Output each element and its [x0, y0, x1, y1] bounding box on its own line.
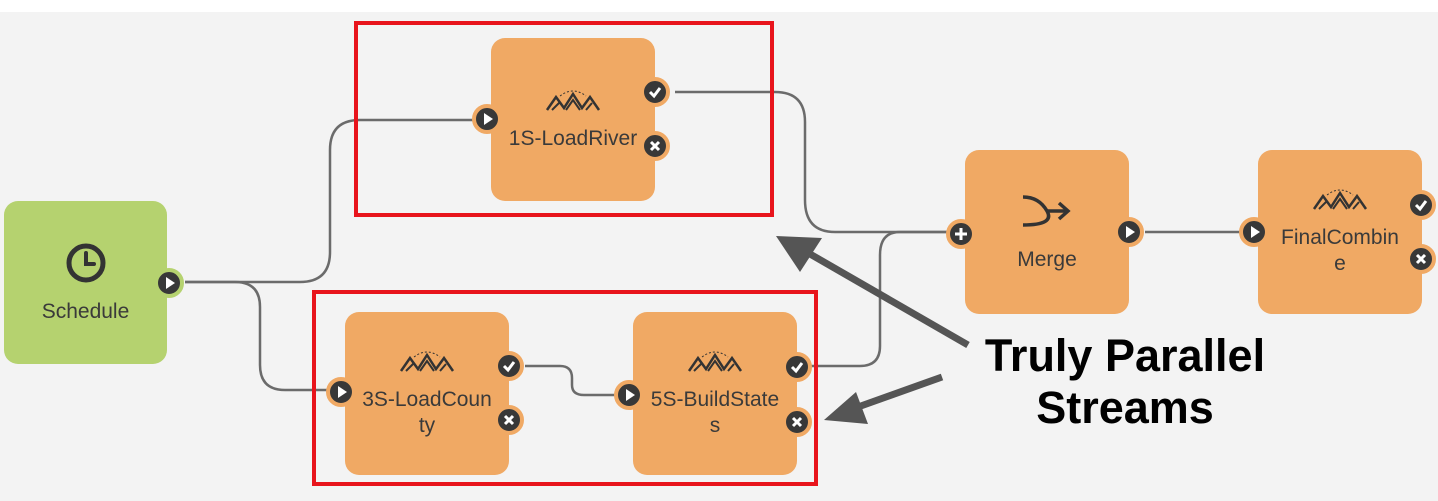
fme-icon — [545, 90, 601, 111]
play-icon — [626, 389, 635, 401]
close-icon — [649, 140, 661, 152]
annotation-line-2: Streams — [1036, 382, 1214, 433]
canvas-top-strip — [0, 0, 1438, 12]
loadriver-success-port[interactable] — [640, 77, 670, 107]
fme-icon — [399, 351, 455, 372]
wire-loadriver-to-merge — [675, 90, 950, 234]
close-icon — [791, 416, 803, 428]
schedule-node[interactable]: Schedule — [4, 201, 167, 364]
loadcounty-failure-port[interactable] — [494, 405, 524, 435]
loadcounty-input-port[interactable] — [326, 377, 356, 407]
merge-icon — [1022, 195, 1071, 227]
loadriver-input-port[interactable] — [472, 104, 502, 134]
merge-node[interactable]: Merge — [965, 150, 1129, 314]
loadcounty-label: 3S-LoadCounty — [362, 387, 492, 437]
finalcombine-input-port[interactable] — [1239, 217, 1269, 247]
loadriver-node[interactable]: 1S-LoadRiver — [491, 38, 655, 201]
finalcombine-label: FinalCombine — [1281, 226, 1399, 275]
buildstates-success-port[interactable] — [782, 352, 812, 382]
check-icon — [502, 361, 516, 373]
loadcounty-success-port[interactable] — [494, 351, 524, 381]
check-icon — [648, 87, 662, 99]
plus-icon — [955, 228, 967, 240]
buildstates-label: 5S-BuildStates — [650, 387, 780, 437]
check-icon — [1414, 200, 1428, 212]
finalcombine-failure-port[interactable] — [1406, 244, 1436, 274]
buildstates-failure-port[interactable] — [782, 407, 812, 437]
wire-buildstates-to-merge — [810, 230, 950, 368]
play-icon — [484, 113, 493, 125]
merge-label: Merge — [1017, 248, 1077, 271]
annotation-text: Truly Parallel Streams — [960, 330, 1290, 434]
merge-input-port[interactable] — [946, 219, 976, 249]
finalcombine-node[interactable]: FinalCombine — [1258, 150, 1422, 314]
check-icon — [790, 362, 804, 374]
close-icon — [503, 414, 515, 426]
schedule-output-port[interactable] — [154, 268, 184, 298]
close-icon — [1415, 253, 1427, 265]
highlight-box-top — [354, 21, 774, 217]
play-icon — [166, 277, 175, 289]
clock-icon — [66, 243, 105, 282]
highlight-box-bottom — [312, 290, 818, 486]
loadcounty-node[interactable]: 3S-LoadCounty — [345, 312, 509, 475]
fme-icon — [1312, 189, 1368, 210]
merge-output-port[interactable] — [1114, 217, 1144, 247]
play-icon — [1126, 226, 1135, 238]
play-icon — [1251, 226, 1260, 238]
finalcombine-success-port[interactable] — [1406, 190, 1436, 220]
wire-schedule-to-loadcounty — [185, 280, 330, 392]
annotation-line-1: Truly Parallel — [984, 330, 1266, 381]
wire-schedule-to-loadriver — [185, 118, 475, 284]
loadriver-label: 1S-LoadRiver — [508, 126, 638, 150]
schedule-label: Schedule — [41, 299, 130, 323]
buildstates-node[interactable]: 5S-BuildStates — [633, 312, 797, 475]
fme-icon — [687, 351, 743, 372]
play-icon — [338, 386, 347, 398]
buildstates-input-port[interactable] — [614, 380, 644, 410]
loadriver-failure-port[interactable] — [640, 131, 670, 161]
wire-loadcounty-to-buildstates — [525, 364, 615, 397]
